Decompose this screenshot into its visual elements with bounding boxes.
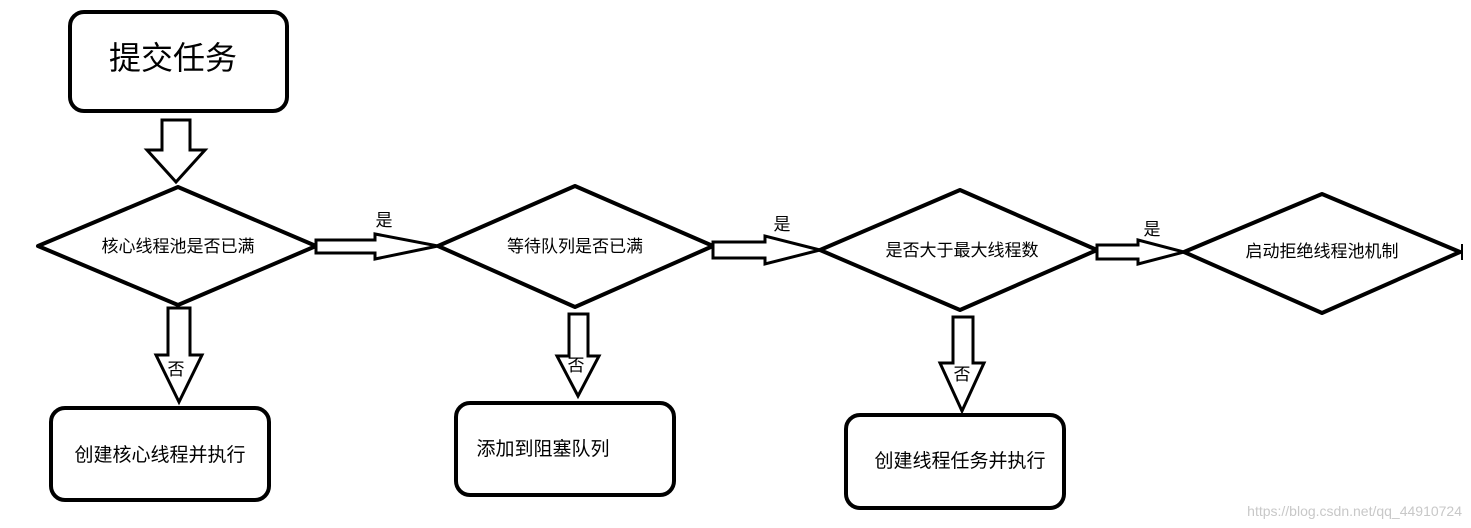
arrow-no-3 xyxy=(937,315,987,415)
yes-label-3: 是 xyxy=(1144,220,1161,240)
reject-policy-diamond xyxy=(1182,192,1462,315)
yes-label-2: 是 xyxy=(774,215,791,235)
reject-policy-label: 启动拒绝线程池机制 xyxy=(1246,242,1399,262)
arrow-yes-1 xyxy=(314,232,439,261)
no-label-1: 否 xyxy=(168,360,185,380)
add-to-queue-box xyxy=(454,401,676,497)
core-pool-full-label: 核心线程池是否已满 xyxy=(102,237,255,257)
arrow-no-2 xyxy=(554,312,602,400)
arrow-start-down xyxy=(143,118,209,185)
arrow-yes-3 xyxy=(1095,238,1190,266)
arrow-no-1 xyxy=(153,306,205,406)
no-label-3: 否 xyxy=(954,365,971,385)
arrow-yes-2 xyxy=(711,234,821,266)
yes-label-1: 是 xyxy=(376,211,393,231)
submit-task-box xyxy=(68,10,289,113)
watermark: https://blog.csdn.net/qq_44910724 xyxy=(1247,503,1462,519)
submit-task-label: 提交任务 xyxy=(109,39,237,77)
add-to-queue-label: 添加到阻塞队列 xyxy=(476,438,609,460)
queue-full-label: 等待队列是否已满 xyxy=(507,237,643,257)
create-thread-box xyxy=(844,413,1066,510)
no-label-2: 否 xyxy=(568,356,585,376)
create-core-thread-label: 创建核心线程并执行 xyxy=(74,444,245,466)
create-thread-label: 创建线程任务并执行 xyxy=(874,450,1045,472)
create-core-thread-box xyxy=(49,406,271,502)
exceed-max-threads-label: 是否大于最大线程数 xyxy=(886,241,1039,261)
